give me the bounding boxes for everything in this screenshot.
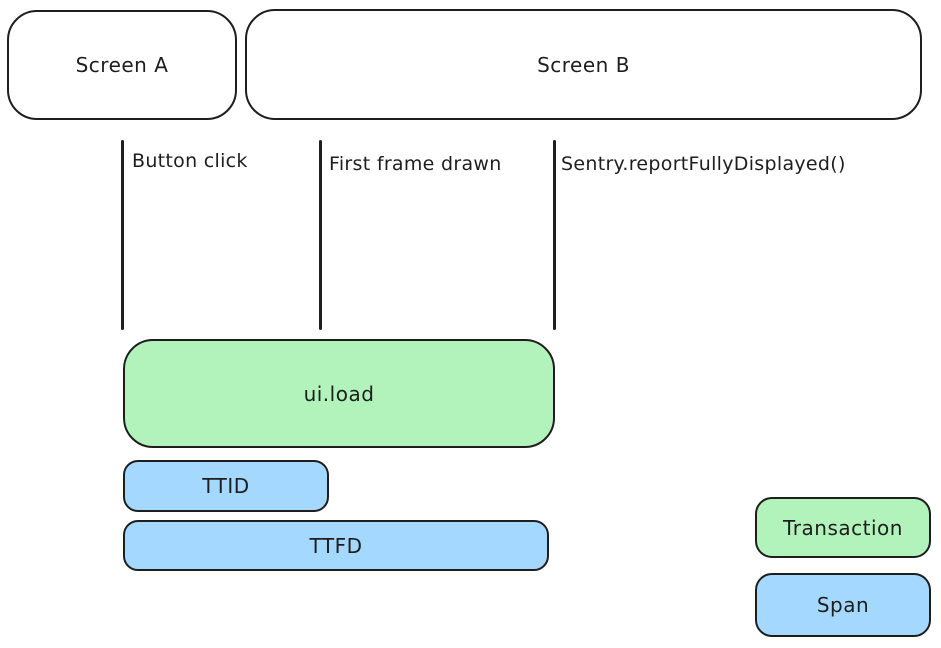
ttfd-label: TTFD	[309, 533, 363, 558]
screen-a-label: Screen A	[75, 53, 169, 77]
report-fully-displayed-label: Sentry.reportFullyDisplayed()	[561, 153, 846, 175]
first-frame-drawn-label: First frame drawn	[329, 153, 502, 175]
screen-a-box: Screen A	[7, 10, 237, 120]
ttfd-span-bar: TTFD	[123, 520, 549, 571]
first-frame-drawn-event-line	[319, 140, 322, 330]
ttid-label: TTID	[202, 474, 250, 498]
ttid-span-bar: TTID	[123, 460, 329, 512]
ui-load-transaction-bar: ui.load	[123, 339, 555, 448]
report-fully-displayed-event-line	[553, 140, 556, 330]
screen-b-box: Screen B	[245, 9, 922, 120]
legend-span-label: Span	[816, 593, 870, 617]
button-click-label: Button click	[132, 150, 248, 172]
screen-b-label: Screen B	[537, 52, 630, 77]
legend-span-box: Span	[755, 573, 931, 637]
ui-load-label: ui.load	[303, 381, 375, 406]
legend-transaction-label: Transaction	[783, 515, 903, 540]
button-click-event-line	[121, 140, 124, 330]
legend-transaction-box: Transaction	[755, 497, 931, 558]
